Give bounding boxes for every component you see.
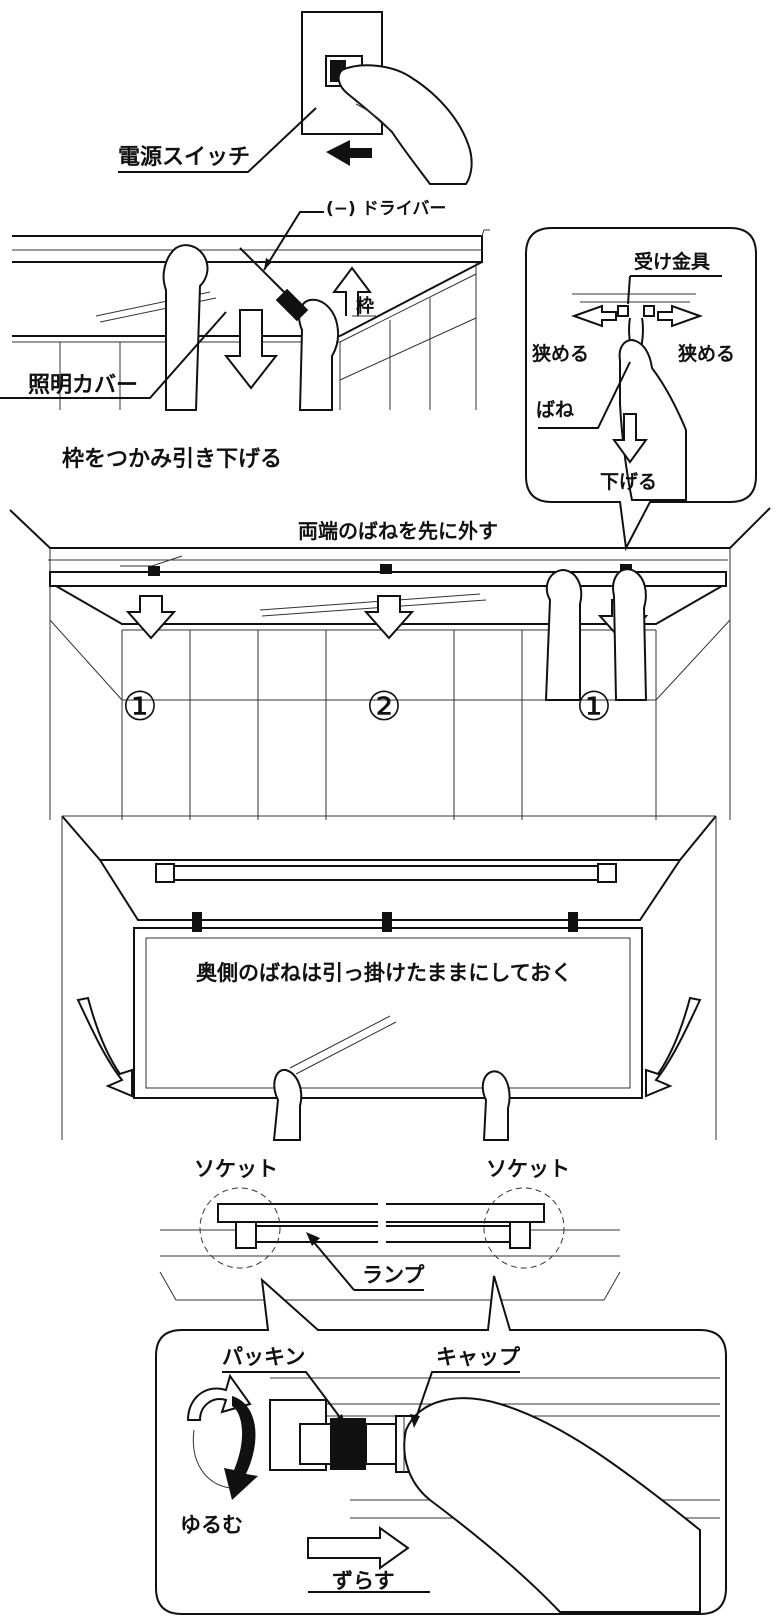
rear-spring — [192, 912, 202, 932]
loosen-label: ゆるむ — [180, 1513, 243, 1537]
power-switch-label: 電源スイッチ — [118, 145, 250, 170]
hanging-cover-inner — [145, 937, 631, 1089]
lighting-cover-label: 照明カバー — [28, 373, 138, 398]
socket-zoom-left — [199, 1187, 281, 1269]
hand-left-p3 — [544, 568, 583, 701]
detail-hand-cap — [403, 1397, 701, 1613]
bracket-leader — [627, 275, 631, 305]
curve-arrow-right — [645, 996, 702, 1098]
lower-label: 下げる — [600, 471, 657, 493]
narrow-arrow-right — [657, 304, 703, 328]
screwdriver — [239, 247, 293, 301]
packing-leader — [222, 1371, 343, 1421]
lamp-leader — [311, 1239, 355, 1291]
socket-left-label: ソケット — [194, 1157, 278, 1181]
panel-lamp-socket: ソケット ソケット ランプ パッキン キャップ ゆるむ ずら — [155, 1157, 727, 1615]
slide-arrow — [307, 1526, 410, 1570]
down-arrow-2 — [363, 595, 415, 640]
frame-label: 枠 — [356, 295, 374, 317]
pull-down-arrow — [223, 309, 279, 390]
spring-label: ばね — [536, 399, 574, 421]
release-caption: 両端のばねを先に外す — [298, 519, 498, 543]
socket-right-label: ソケット — [486, 1157, 570, 1181]
panel-remove-cover: (−) ドライバー 枠 照明カバー 枠をつかみ引き下げる 受け金具 狭める 狭め… — [0, 199, 757, 552]
rotate-arrow-top — [186, 1373, 252, 1421]
socket-left — [235, 1221, 257, 1249]
packing-label: パッキン — [222, 1345, 305, 1369]
panel-power-switch: 電源スイッチ — [118, 11, 473, 185]
lamp-label: ランプ — [362, 1263, 425, 1287]
hand — [337, 64, 473, 185]
lower-arrow — [612, 413, 648, 464]
power-switch-leader — [118, 107, 317, 173]
slide-label: ずらす — [332, 1569, 395, 1593]
screwdriver-label: (−) ドライバー — [326, 199, 446, 219]
panel-release-springs: 両端のばねを先に外す ① ② ① — [9, 507, 771, 820]
narrow-right-label: 狭める — [677, 342, 735, 365]
frame-arrow — [332, 266, 372, 316]
keep-rear-caption: 奥側のばねは引っ掛けたままにしておく — [196, 961, 572, 985]
socket-zoom-right — [483, 1187, 565, 1269]
screwdriver-handle — [275, 288, 309, 322]
spring-clip — [148, 566, 160, 576]
bracket-part — [617, 305, 629, 317]
cover-leader — [0, 311, 227, 399]
down-arrow-1 — [125, 595, 177, 640]
order-marker-2: ② — [366, 684, 402, 730]
hanging-cover — [133, 927, 643, 1099]
cap-label: キャップ — [436, 1345, 521, 1369]
socket-right — [509, 1221, 531, 1249]
order-marker-3: ① — [576, 684, 612, 730]
detail-hand — [618, 338, 687, 501]
hand-left-p4 — [272, 1068, 303, 1141]
pull-down-caption: 枠をつかみ引き下げる — [62, 447, 282, 472]
bracket-label: 受け金具 — [634, 250, 710, 273]
ceiling-frame-top — [12, 235, 483, 263]
packing-ring — [330, 1418, 366, 1470]
curve-arrow-left — [76, 996, 133, 1098]
rotate-arrow-dark — [224, 1396, 258, 1500]
push-arrow — [326, 140, 372, 166]
screwdriver-leader — [263, 211, 324, 271]
left-hand — [162, 244, 209, 411]
narrow-arrow-left — [571, 304, 617, 328]
lamp-tube — [155, 865, 617, 881]
right-hand — [298, 298, 340, 411]
hand-right-p4 — [481, 1070, 511, 1141]
cap-leader — [415, 1371, 520, 1419]
panel-hang-cover: 奥側のばねは引っ掛けたままにしておく — [61, 815, 717, 1141]
narrow-left-label: 狭める — [531, 342, 589, 365]
hand-right-p3 — [612, 568, 648, 701]
order-marker-1: ① — [122, 684, 158, 730]
spring-leader — [538, 361, 631, 429]
